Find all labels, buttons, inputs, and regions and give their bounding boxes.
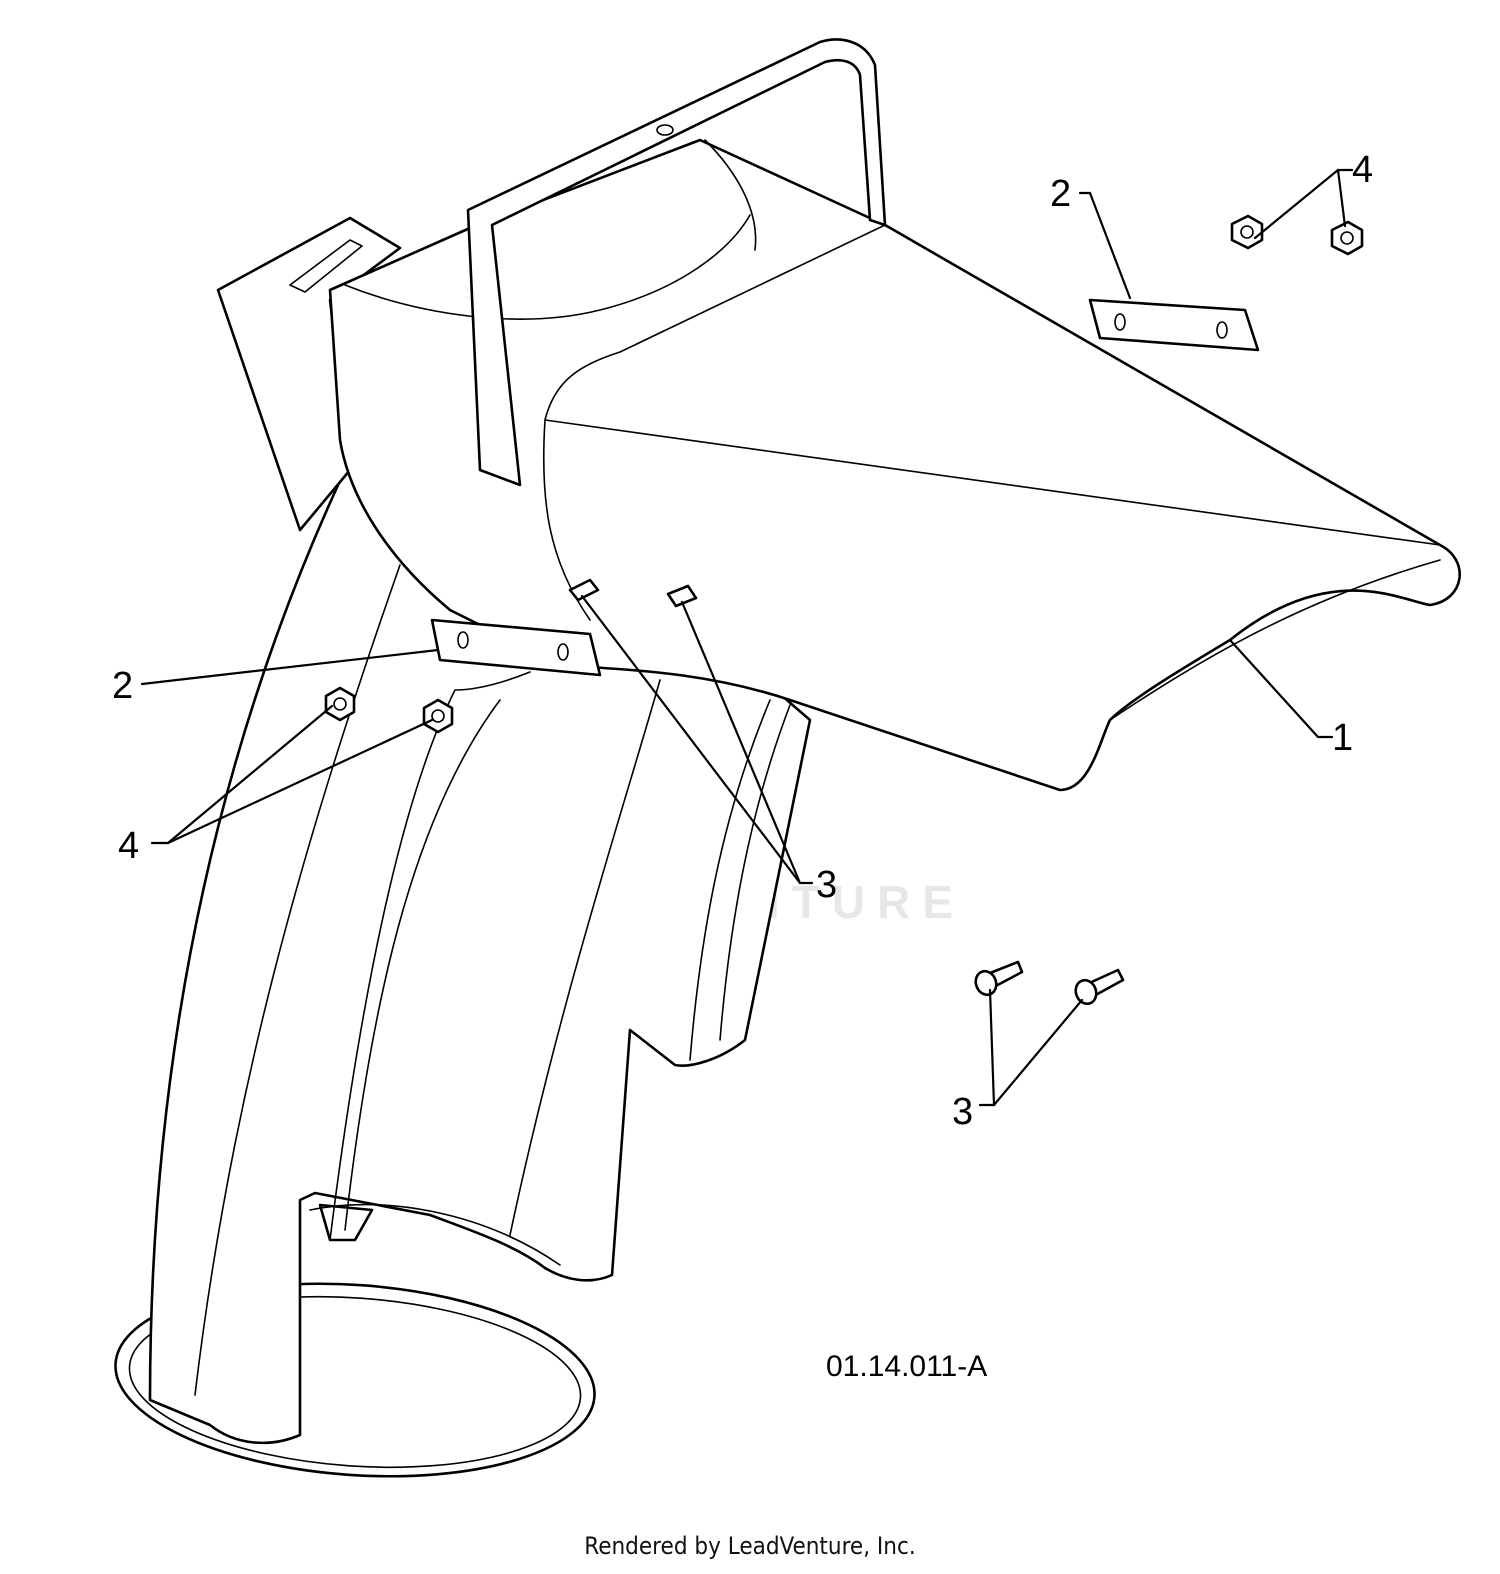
drawing-id: 01.14.011-A (826, 1350, 987, 1383)
callout-3-middle: 3 (816, 864, 837, 906)
plate-2-left (430, 618, 602, 677)
plate-2-top (1088, 298, 1260, 352)
nut-4-c (324, 686, 356, 722)
bolt-3-installed-b (666, 584, 698, 608)
discharge-chute (114, 38, 1461, 1478)
callout-4-left: 4 (118, 825, 139, 867)
callout-2-top: 2 (1050, 173, 1071, 215)
bolt-3-loose-b (1074, 968, 1125, 1006)
bolt-3-installed-a (568, 578, 600, 602)
callout-2-left: 2 (112, 665, 133, 707)
bolt-3-loose-a (974, 960, 1024, 997)
nut-4-d (422, 698, 454, 734)
leader-lines (140, 168, 1354, 1107)
footer-credit: Rendered by LeadVenture, Inc. (584, 1532, 916, 1560)
nut-4-a (1230, 214, 1264, 250)
callout-1: 1 (1332, 717, 1353, 759)
nut-4-b (1330, 220, 1364, 256)
callout-4-top: 4 (1352, 149, 1373, 191)
callout-3-bottom: 3 (952, 1091, 973, 1133)
